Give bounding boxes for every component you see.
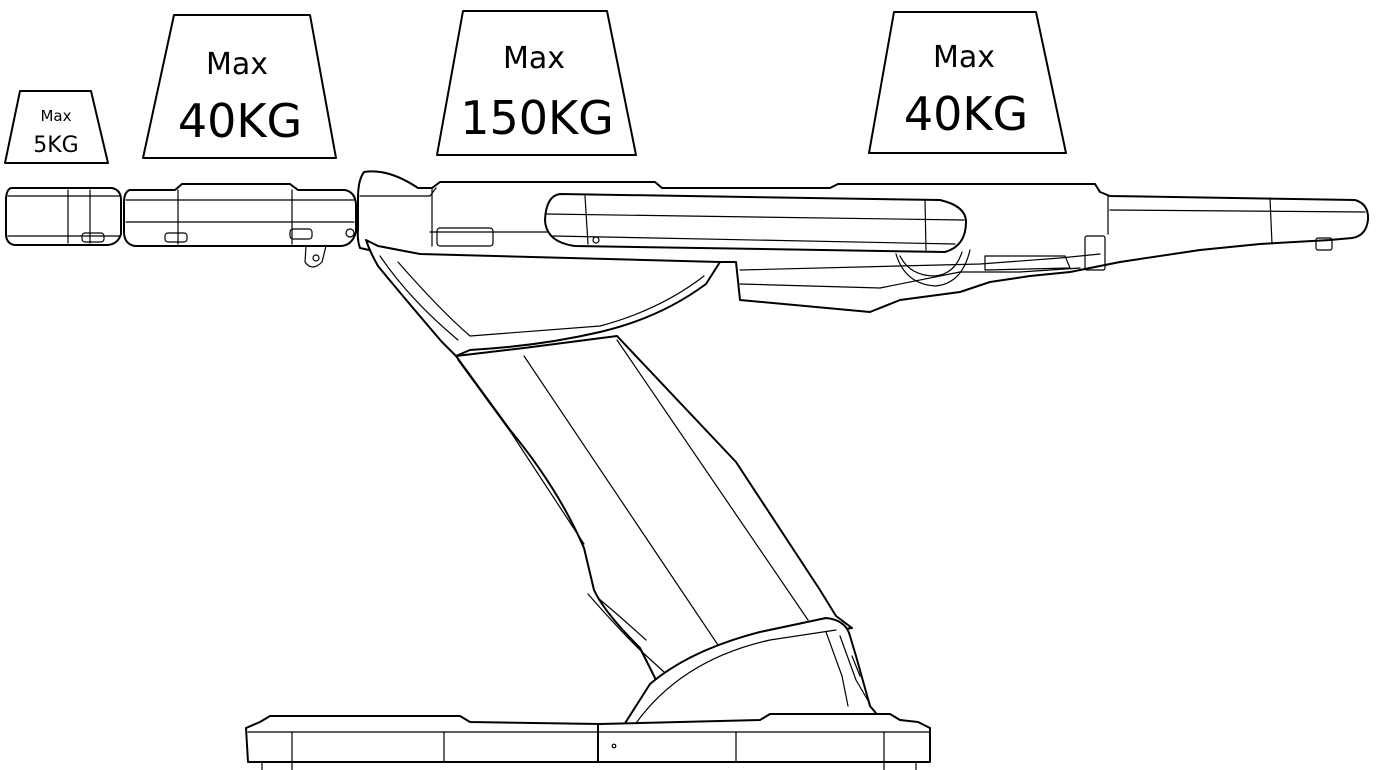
weight-label-head-line2: 5KG: [33, 133, 78, 158]
weight-label-legs-line2: 40KG: [904, 87, 1028, 141]
weight-label-back-line1: Max: [206, 47, 268, 82]
weight-label-legs-line1: Max: [933, 40, 995, 75]
weight-label-back: Max 40KG: [142, 14, 337, 159]
backrest-segment: [123, 183, 357, 268]
weight-label-seat: Max 150KG: [436, 10, 637, 156]
legrest-cushion: [544, 193, 967, 253]
weight-label-back-line2: 40KG: [178, 94, 302, 148]
weight-label-head-line1: Max: [40, 107, 71, 125]
headrest-segment: [5, 187, 122, 246]
weight-label-seat-line1: Max: [503, 41, 565, 76]
weight-label-seat-line2: 150KG: [460, 91, 614, 145]
base-plate: [245, 713, 931, 770]
weight-label-head: Max 5KG: [4, 90, 109, 164]
base-housing: [621, 617, 891, 731]
support-yoke: [365, 239, 721, 357]
weight-label-legs: Max 40KG: [868, 11, 1067, 154]
